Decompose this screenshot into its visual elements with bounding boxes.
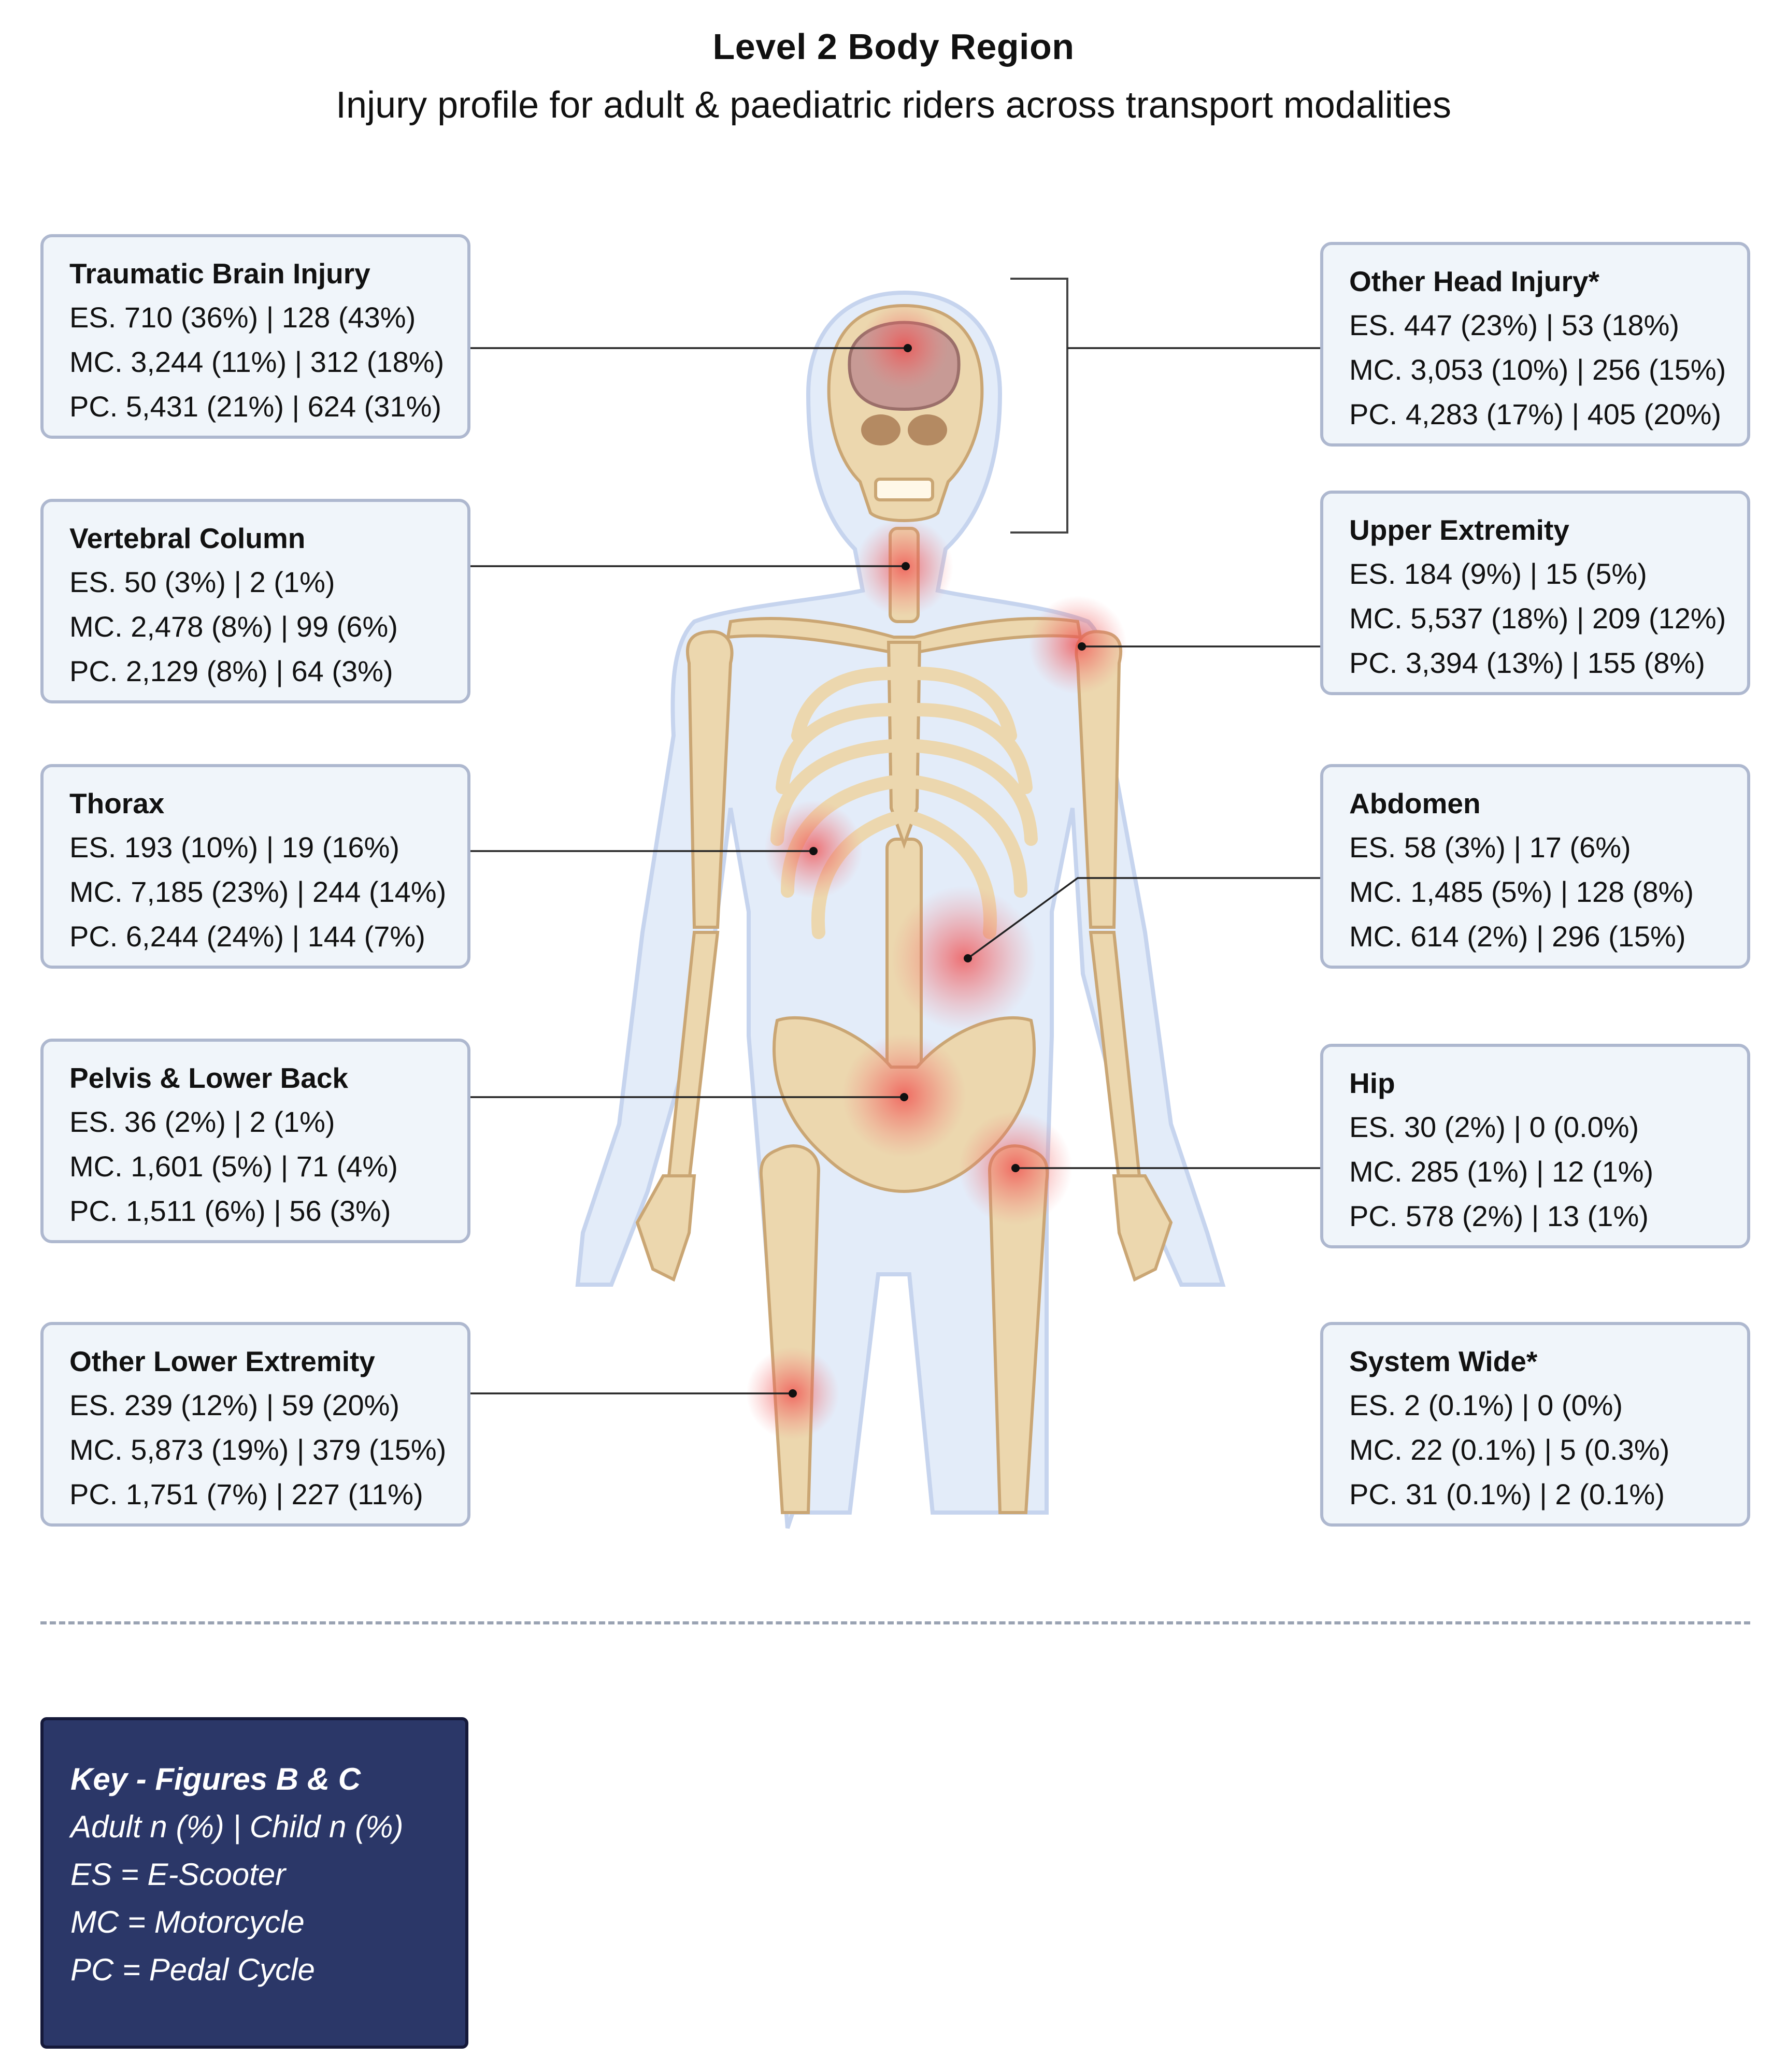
region-title: Other Lower Extremity: [69, 1345, 375, 1377]
region-row-es: ES. 2 (0.1%) | 0 (0%): [1349, 1389, 1623, 1421]
region-box-pelvis-lower-back: Pelvis & Lower Back ES. 36 (2%) | 2 (1%)…: [40, 1039, 470, 1243]
region-title: Upper Extremity: [1349, 514, 1569, 546]
region-row-mc: MC. 5,537 (18%) | 209 (12%): [1349, 602, 1726, 635]
key-line-pc: PC = Pedal Cycle: [70, 1952, 315, 1987]
region-box-system-wide: System Wide* ES. 2 (0.1%) | 0 (0%) MC. 2…: [1320, 1322, 1750, 1527]
region-row-pc: PC. 5,431 (21%) | 624 (31%): [69, 390, 442, 423]
region-row-pc: PC. 1,511 (6%) | 56 (3%): [69, 1195, 391, 1227]
region-box-vertebral-column: Vertebral Column ES. 50 (3%) | 2 (1%) MC…: [40, 499, 470, 703]
region-box-thorax: Thorax ES. 193 (10%) | 19 (16%) MC. 7,18…: [40, 764, 470, 969]
section-divider: [40, 1621, 1750, 1624]
region-title: Traumatic Brain Injury: [69, 257, 370, 290]
region-title: Vertebral Column: [69, 522, 306, 554]
skeleton: [635, 304, 1173, 1514]
region-row-mc: MC. 7,185 (23%) | 244 (14%): [69, 875, 447, 908]
region-row-pc: PC. 6,244 (24%) | 144 (7%): [69, 920, 425, 953]
key-line-adult-child: Adult n (%) | Child n (%): [70, 1809, 404, 1844]
teeth: [874, 478, 934, 501]
region-box-other-lower-extremity: Other Lower Extremity ES. 239 (12%) | 59…: [40, 1322, 470, 1527]
region-row-es: ES. 447 (23%) | 53 (18%): [1349, 309, 1680, 341]
region-box-traumatic-brain-injury: Traumatic Brain Injury ES. 710 (36%) | 1…: [40, 234, 470, 439]
region-row-es: ES. 36 (2%) | 2 (1%): [69, 1105, 335, 1138]
eye-socket-left: [861, 414, 900, 445]
hand-left: [635, 1174, 696, 1282]
humerus-left: [685, 630, 734, 929]
region-row-mc: MC. 5,873 (19%) | 379 (15%): [69, 1433, 447, 1466]
region-row-pc: PC. 2,129 (8%) | 64 (3%): [69, 655, 393, 687]
region-title: Pelvis & Lower Back: [69, 1062, 349, 1094]
region-row-es: ES. 30 (2%) | 0 (0.0%): [1349, 1111, 1639, 1143]
region-row-pc: PC. 31 (0.1%) | 2 (0.1%): [1349, 1478, 1665, 1510]
region-row-mc: MC. 3,053 (10%) | 256 (15%): [1349, 353, 1726, 386]
figure-title: Level 2 Body Region: [712, 26, 1075, 67]
figure-subtitle: Injury profile for adult & paediatric ri…: [336, 84, 1451, 126]
region-row-mc: MC. 285 (1%) | 12 (1%): [1349, 1155, 1654, 1188]
region-box-other-head-injury: Other Head Injury* ES. 447 (23%) | 53 (1…: [1320, 242, 1750, 447]
region-row-pc: PC. 1,751 (7%) | 227 (11%): [69, 1478, 423, 1510]
region-title: Abdomen: [1349, 787, 1481, 819]
region-box-abdomen: Abdomen ES. 58 (3%) | 17 (6%) MC. 1,485 …: [1320, 764, 1750, 969]
key-title: Key - Figures B & C: [70, 1762, 361, 1796]
hotspot-shoulder: [1028, 596, 1127, 694]
region-row-mc-2: MC. 614 (2%) | 296 (15%): [1349, 920, 1686, 953]
key-line-es: ES = E-Scooter: [70, 1857, 286, 1892]
region-row-es: ES. 710 (36%) | 128 (43%): [69, 301, 416, 334]
region-row-pc: PC. 578 (2%) | 13 (1%): [1349, 1200, 1649, 1232]
region-row-es: ES. 193 (10%) | 19 (16%): [69, 831, 400, 864]
region-title: Thorax: [69, 787, 165, 819]
leader-dots: [789, 344, 1086, 1398]
key-box: Key - Figures B & C Adult n (%) | Child …: [40, 1717, 468, 2049]
region-row-pc: PC. 3,394 (13%) | 155 (8%): [1349, 646, 1705, 679]
region-title: System Wide*: [1349, 1345, 1538, 1377]
key-line-mc: MC = Motorcycle: [70, 1905, 305, 1939]
leader-lines: [470, 347, 1320, 1394]
region-row-mc: MC. 1,601 (5%) | 71 (4%): [69, 1150, 398, 1183]
region-title: Other Head Injury*: [1349, 265, 1599, 297]
region-title: Hip: [1349, 1067, 1395, 1099]
eye-socket-right: [908, 414, 947, 445]
region-row-es: ES. 58 (3%) | 17 (6%): [1349, 831, 1631, 864]
region-row-mc: MC. 22 (0.1%) | 5 (0.3%): [1349, 1433, 1670, 1466]
region-row-es: ES. 184 (9%) | 15 (5%): [1349, 557, 1647, 590]
region-row-pc: PC. 4,283 (17%) | 405 (20%): [1349, 398, 1722, 430]
region-row-es: ES. 239 (12%) | 59 (20%): [69, 1389, 400, 1421]
region-row-es: ES. 50 (3%) | 2 (1%): [69, 566, 335, 598]
region-row-mc: MC. 1,485 (5%) | 128 (8%): [1349, 875, 1694, 908]
region-box-hip: Hip ES. 30 (2%) | 0 (0.0%) MC. 285 (1%) …: [1320, 1044, 1750, 1248]
region-box-upper-extremity: Upper Extremity ES. 184 (9%) | 15 (5%) M…: [1320, 491, 1750, 695]
region-row-mc: MC. 2,478 (8%) | 99 (6%): [69, 610, 398, 643]
head-bracket: [1010, 278, 1068, 534]
femur-left: [759, 1144, 821, 1514]
hand-right: [1112, 1174, 1173, 1282]
region-row-mc: MC. 3,244 (11%) | 312 (18%): [69, 346, 445, 378]
